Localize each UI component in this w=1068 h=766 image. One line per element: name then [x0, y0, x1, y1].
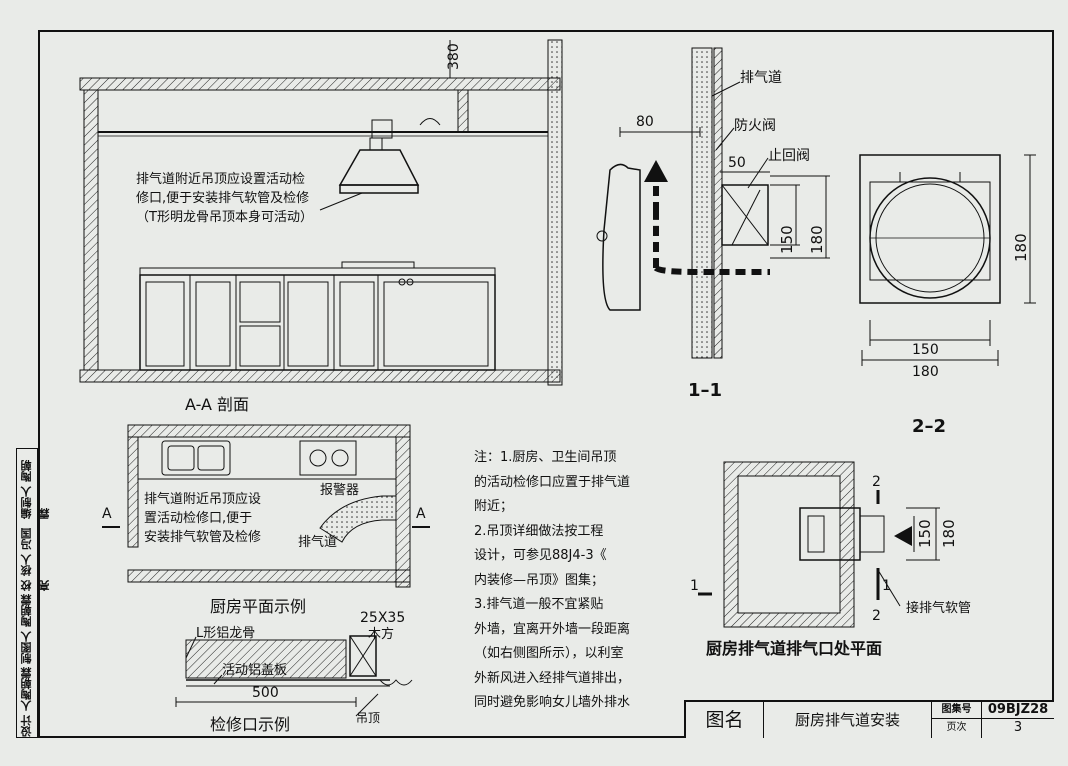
check-valve-label: 止回阀: [768, 148, 810, 164]
inspection-title: 检修口示例: [210, 715, 290, 734]
notes-block: 注：1.厨房、卫生间吊顶 的活动检修口应置于排气道 附近； 2.吊顶详细做法按工…: [474, 446, 642, 716]
note-line: 内装修—吊顶》图集；: [474, 572, 605, 588]
section-22-title: 2–2: [912, 416, 946, 437]
cover-label: 活动铝盖板: [222, 663, 287, 678]
dim-50: 50: [728, 155, 746, 171]
outlet-plan-title: 厨房排气道排气口处平面: [706, 639, 882, 658]
section-aa-note-line-3: （T形明龙骨吊顶本身可活动）: [136, 209, 313, 225]
title-block: 图名 厨房排气道安装 图集号 09BJZ28 页次 3: [684, 700, 1054, 738]
duct-label-11: 排气道: [740, 70, 782, 86]
plan-note-line-1: 排气道附近吊顶应设: [144, 491, 261, 507]
cut-1-left: 1: [690, 578, 699, 594]
note-line: 2.吊顶详细做法按工程: [474, 523, 604, 539]
section-11-drawing: 排气道 防火阀 止回阀 80 50 150 180 1–1: [596, 47, 830, 401]
note-line: 设计，可参见88J4-3《: [474, 548, 607, 563]
plan-note-line-2: 置活动检修口,便于: [144, 511, 252, 526]
sidebar-item: 校 核人 冯国亮: [20, 528, 51, 591]
dim-380: 380: [446, 43, 462, 70]
note-line: 的活动检修口应置于排气道: [474, 474, 631, 490]
dim-150-22: 150: [912, 342, 939, 358]
note-line: 附近；: [474, 499, 514, 514]
section-11-title: 1–1: [688, 380, 722, 401]
dim-150-outlet: 150: [916, 519, 934, 548]
sidebar-item: 编制人 陶朝霖: [20, 460, 51, 519]
duct-label-plan: 排气道: [298, 534, 337, 550]
dim-180-22-right: 180: [1012, 233, 1030, 262]
page-label: 页次: [932, 719, 982, 738]
note-line: 3.排气道一般不宜紧贴: [474, 597, 604, 612]
dim-150-11: 150: [778, 225, 796, 254]
atlas-label: 图集号: [932, 702, 982, 719]
cut-a-right: A: [416, 506, 426, 522]
drawing-frame: [38, 30, 1054, 738]
sidebar-item: 设计 人陶朝霖: [20, 667, 33, 737]
section-aa-drawing: 380 A-A 剖面: [79, 39, 563, 414]
section-22-drawing: 150 180 180 2–2: [859, 154, 1036, 437]
note-line: 同时避免影响女儿墙外排水: [474, 695, 631, 710]
section-aa-title: A-A 剖面: [185, 395, 249, 414]
batten-label: 木方: [368, 626, 394, 642]
plan-title: 厨房平面示例: [210, 597, 306, 616]
hose-label: 接排气软管: [906, 600, 971, 616]
dim-180-22: 180: [912, 364, 939, 380]
inspection-drawing: L形铝龙骨 活动铝盖板 500 25X35 木方 吊顶 检修口示例: [175, 610, 413, 734]
note-line: 外新风进入经排气道排出，: [474, 670, 631, 686]
atlas-number: 09BJZ28: [982, 702, 1054, 719]
l-keel-label: L形铝龙骨: [196, 626, 255, 641]
alarm-label: 报警器: [320, 482, 359, 498]
note-line: 注：1.厨房、卫生间吊顶: [474, 450, 617, 465]
sidebar-item: 制图人 陶朝霖: [20, 594, 33, 664]
dim-500: 500: [252, 685, 279, 701]
drawing-title: 厨房排气道安装: [764, 702, 932, 738]
ceiling-label: 吊顶: [356, 711, 380, 725]
dim-80: 80: [636, 114, 654, 130]
plan-note-line-3: 安装排气软管及检修: [144, 529, 261, 545]
fire-damper-label: 防火阀: [734, 118, 776, 134]
cut-1-right: 1: [882, 578, 891, 594]
section-aa-note-line-1: 排气道附近吊顶应设置活动检: [136, 171, 305, 187]
drawing-name-label: 图名: [686, 702, 764, 738]
signature-sidebar: 编制人 陶朝霖 校 核人 冯国亮 制图人 陶朝霖 设计 人陶朝霖: [16, 448, 51, 738]
dim-180-outlet: 180: [940, 519, 958, 548]
note-line: （如右侧图所示），以利室: [474, 646, 624, 661]
kitchen-plan-drawing: A A 报警器 排气道 厨房平面示例: [102, 424, 430, 616]
section-aa-note-line-2: 修口,便于安装排气软管及检修: [136, 190, 309, 206]
cut-2-top: 2: [872, 474, 881, 490]
outlet-plan-drawing: 150 180 2 1 2 1 接排气软管 厨房排气道排气口处平面: [690, 461, 971, 658]
dim-180-11: 180: [808, 225, 826, 254]
page-number: 3: [1013, 720, 1023, 735]
cut-a-left: A: [102, 506, 112, 522]
note-line: 外墙，宜离开外墙一段距离: [474, 621, 631, 637]
cut-2-bottom: 2: [872, 608, 881, 624]
batten-size: 25X35: [360, 610, 405, 626]
